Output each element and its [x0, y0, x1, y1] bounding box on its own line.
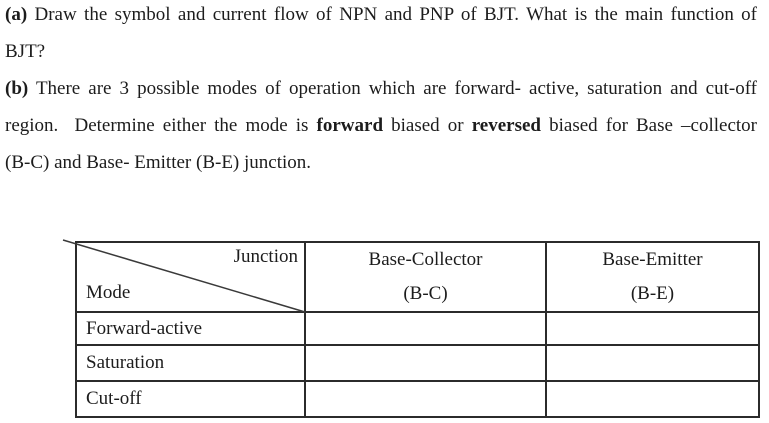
table-row-cut-off: Cut-off	[75, 380, 760, 418]
bc-cell-saturation	[304, 344, 547, 382]
modes-table: Junction Mode Base-Collector (B-C) Base-…	[75, 241, 760, 418]
question-b-line-1: (b) There are 3 possible modes of operat…	[5, 70, 757, 107]
reversed-bold-word: reversed	[471, 115, 541, 136]
be-cell-cut-off	[545, 380, 760, 418]
question-b-line2-post: biased for Base –collector	[541, 115, 757, 136]
question-b-line1-text: There are 3 possible modes of operation …	[28, 78, 757, 99]
mode-cell-forward-active: Forward-active	[75, 311, 306, 346]
question-a-line-1: (a) Draw the symbol and current flow of …	[5, 0, 757, 33]
base-emitter-label: Base-Emitter	[602, 249, 703, 270]
bc-cell-cut-off	[304, 380, 547, 418]
base-collector-abbrev: (B-C)	[403, 283, 448, 304]
question-b-label: (b)	[5, 78, 29, 99]
be-cell-forward-active	[545, 311, 760, 346]
header-cell-base-collector: Base-Collector (B-C)	[304, 241, 547, 313]
question-a-line-2: BJT?	[5, 41, 46, 62]
base-emitter-abbrev: (B-E)	[630, 283, 675, 304]
table-row-saturation: Saturation	[75, 344, 760, 382]
forward-bold-word: forward	[316, 115, 384, 136]
question-b-line2-mid: biased or	[383, 115, 472, 136]
base-collector-label: Base-Collector	[368, 249, 483, 270]
header-cell-mode-junction: Junction Mode	[75, 241, 306, 313]
question-b-line2-pre: region. Determine either the mode is	[5, 115, 317, 136]
bc-cell-forward-active	[304, 311, 547, 346]
be-cell-saturation	[545, 344, 760, 382]
question-b-line-3: (B-C) and Base- Emitter (B-E) junction.	[5, 152, 312, 173]
table-header-row: Junction Mode Base-Collector (B-C) Base-…	[75, 241, 760, 313]
mode-header-label: Mode	[86, 282, 131, 303]
question-text-block: (a) Draw the symbol and current flow of …	[5, 0, 757, 181]
question-a-label: (a)	[5, 4, 28, 25]
header-cell-base-emitter: Base-Emitter (B-E)	[545, 241, 760, 313]
junction-header-label: Junction	[233, 246, 298, 267]
question-b-line-2: region. Determine either the mode is for…	[5, 107, 757, 144]
mode-cell-cut-off: Cut-off	[75, 380, 306, 418]
table-row-forward-active: Forward-active	[75, 311, 760, 346]
mode-cell-saturation: Saturation	[75, 344, 306, 382]
question-a-line1-text: Draw the symbol and current flow of NPN …	[27, 4, 758, 25]
